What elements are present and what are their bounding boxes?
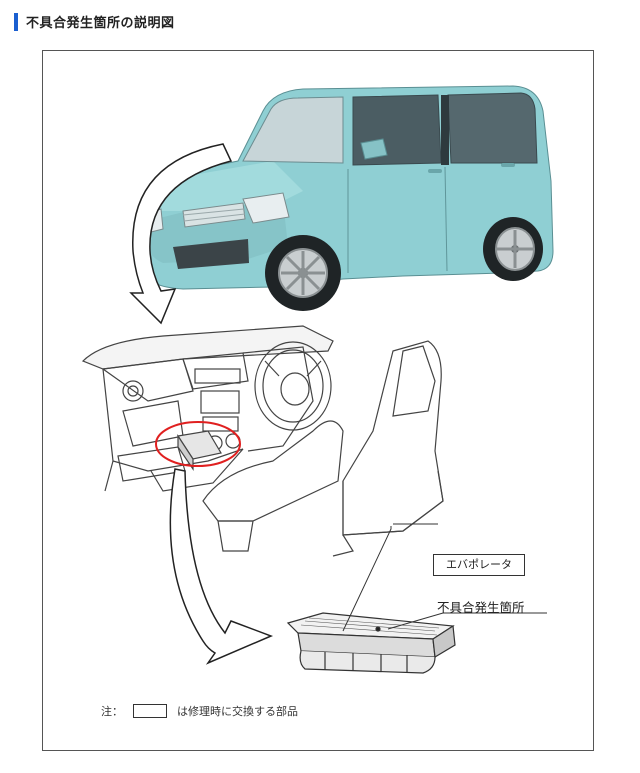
- front-wheel: [265, 235, 341, 311]
- evaporator-part: [286, 612, 456, 674]
- arrow-dashboard-to-evaporator: [169, 468, 274, 665]
- dashboard-line-art: [81, 325, 444, 557]
- evaporator-label: エバポレータ: [433, 554, 525, 576]
- legend-note: 注： は修理時に交換する部品: [101, 703, 298, 719]
- arrow-car-to-dashboard: [129, 143, 233, 325]
- defect-location-label: 不具合発生箇所: [437, 600, 525, 615]
- explanation-illustration: [81, 85, 554, 674]
- note-prefix: 注：: [101, 705, 123, 718]
- rear-wheel: [483, 217, 543, 281]
- section-title: 不具合発生箇所の説明図: [26, 16, 175, 31]
- legend-box: [133, 704, 167, 718]
- leader-lines: [342, 523, 547, 632]
- note-text: は修理時に交換する部品: [177, 705, 298, 718]
- heading-accent-bar: [14, 12, 18, 31]
- car-illustration: [142, 85, 554, 311]
- figure-frame: エバポレータ 不具合発生箇所 注： は修理時に交換する部品: [42, 50, 594, 751]
- section-heading: 不具合発生箇所の説明図: [14, 12, 175, 31]
- defect-highlight-circle: [155, 421, 241, 467]
